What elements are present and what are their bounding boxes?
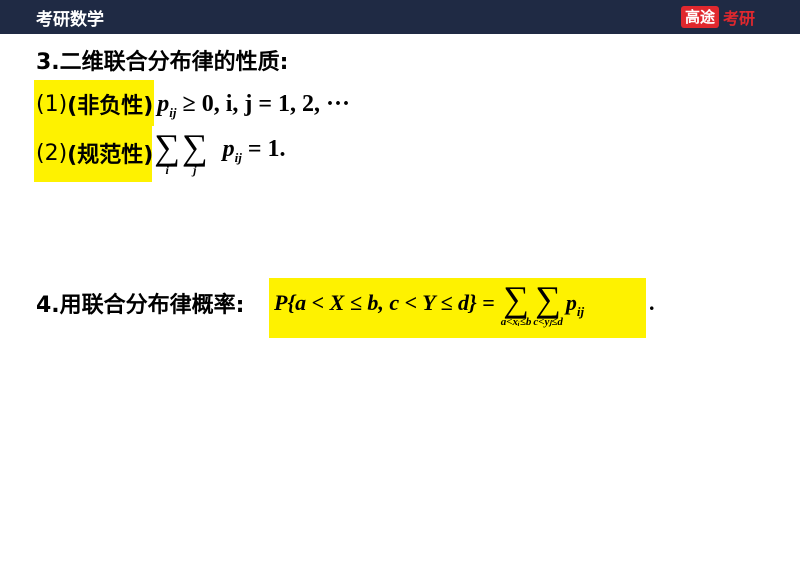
sigma-symbol: ∑ [154,127,180,167]
property2-highlight [34,124,152,182]
sum-y-limit: c<yⱼ≤d [533,316,563,328]
sigma-symbol: ∑ [535,279,561,319]
formula-p-sub: ij [234,150,242,165]
section4-title: 4.用联合分布律概率: [36,293,245,318]
brand-text: 考研 [723,9,756,28]
sum-y: ∑ c<yⱼ≤d [533,279,563,328]
sum-j-index: j [193,163,197,177]
property1-name: (非负性) [67,94,154,119]
formula4-highlight [269,278,646,338]
formula4-period: . [649,290,655,315]
sum-x-limit: a<xᵢ≤b [500,316,532,328]
property2: (2) (规范性) ∑ i ∑ j pij = 1. [36,127,286,177]
brand-logo: 高途 考研 [681,5,755,29]
sigma-symbol: ∑ [181,127,208,167]
sigma-symbol: ∑ [503,279,529,319]
section3-title: 3.二维联合分布律的性质: [36,50,289,75]
formula-p: p [222,136,235,162]
property2-formula: ∑ i ∑ j pij = 1. [153,127,286,177]
sum-j: ∑ j [181,127,208,177]
property1-rest: ≥ 0, i, j = 1, 2, ··· [182,90,351,117]
sum-x: ∑ a<xᵢ≤b [500,279,532,328]
course-title: 考研数学 [36,10,104,30]
formula-p-sub: ij [576,304,585,319]
property1-formula: pij ≥ 0, i, j = 1, 2, ··· [157,90,351,120]
property1: (1) (非负性) pij ≥ 0, i, j = 1, 2, ··· [36,88,350,120]
formula4-lhs: P{a < X ≤ b, c < Y ≤ d} = [274,290,495,315]
sum-i: ∑ i [154,127,180,177]
sum-i-index: i [165,163,169,177]
section4-formula: P{a < X ≤ b, c < Y ≤ d} = ∑ a<xᵢ≤b ∑ c<y… [274,279,585,328]
property2-name: (规范性) [67,143,154,168]
formula-p-sub: ij [169,104,177,120]
property2-rest: = 1. [247,136,286,162]
header-bar: 考研数学 高途 考研 [0,0,800,34]
property2-number: (2) [36,140,68,166]
property1-highlight [34,80,154,126]
brand-mark: 高途 [681,6,720,28]
formula-p: p [565,290,577,315]
property1-number: (1) [36,91,68,117]
formula-p: p [157,90,170,117]
